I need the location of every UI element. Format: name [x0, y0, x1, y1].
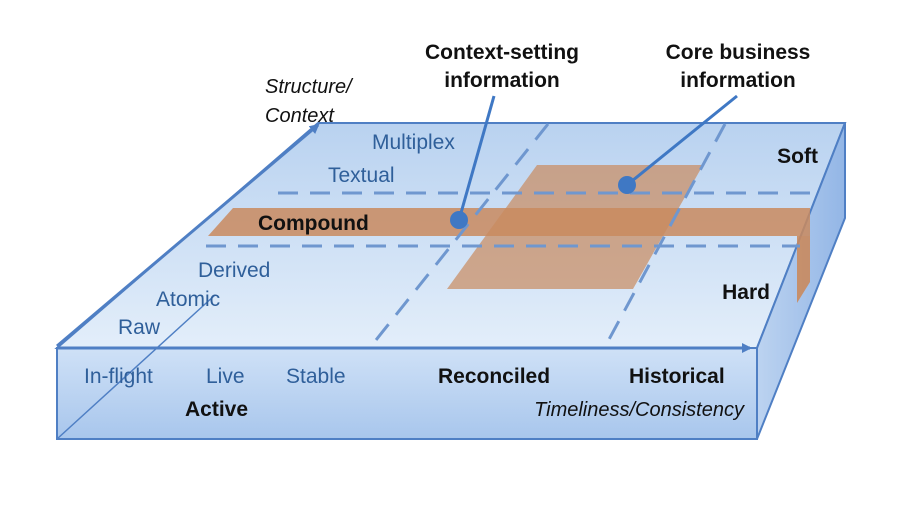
context-setting-dot [450, 211, 468, 229]
structure-axis-label-line1: Structure/ [265, 76, 354, 98]
label-soft: Soft [777, 145, 818, 168]
core-business-region [447, 165, 703, 289]
callout-core-business-line1: Core business [666, 41, 811, 64]
level-compound: Compound [258, 212, 369, 235]
compound-band-side [797, 236, 810, 303]
level-live: Live [206, 365, 245, 388]
level-stable: Stable [286, 365, 346, 388]
box-depth-edge [56, 294, 216, 440]
callout-context-setting-line1: Context-setting [425, 41, 579, 64]
core-business-pointer [626, 94, 738, 187]
level-derived: Derived [198, 259, 270, 282]
dashed-line-right-diagonal [604, 123, 727, 346]
box-front-face [56, 347, 758, 440]
timeliness-axis-label: Timeliness/Consistency [534, 399, 745, 421]
level-active: Active [185, 398, 248, 421]
level-in-flight: In-flight [84, 365, 153, 388]
level-textual: Textual [328, 164, 395, 187]
structure-axis-label-line2: Context [265, 105, 335, 127]
callout-core-business-line2: information [680, 69, 796, 92]
level-multiplex: Multiplex [372, 131, 455, 154]
context-setting-pointer [457, 95, 496, 221]
level-atomic: Atomic [156, 288, 220, 311]
level-raw: Raw [118, 316, 161, 339]
structure-axis-arrow [56, 123, 320, 348]
core-business-dot [618, 176, 636, 194]
label-hard: Hard [722, 281, 770, 304]
level-reconciled: Reconciled [438, 365, 550, 388]
callout-context-setting-line2: information [444, 69, 560, 92]
dashed-line-left-diagonal [370, 123, 550, 346]
level-historical: Historical [629, 365, 725, 388]
